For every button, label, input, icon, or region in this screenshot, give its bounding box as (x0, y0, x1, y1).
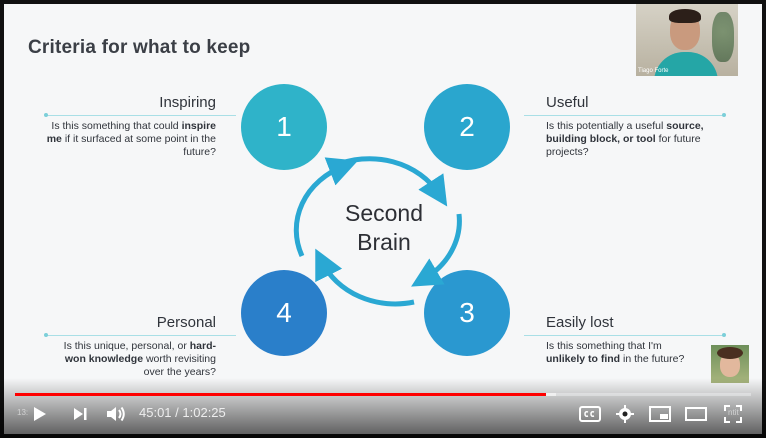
controls-gradient (0, 378, 766, 438)
arrow-bottom (315, 248, 415, 307)
slide-title: Criteria for what to keep (28, 37, 251, 58)
criterion-3-desc: Is this something that I'm unlikely to f… (546, 340, 685, 365)
play-button[interactable] (26, 402, 52, 426)
guide-line-2 (524, 115, 724, 116)
next-button[interactable] (68, 402, 92, 426)
miniplayer-button[interactable] (646, 402, 674, 426)
criterion-3-title: Easily lost (546, 314, 614, 331)
arrow-left (293, 157, 358, 258)
fullscreen-button[interactable] (720, 402, 746, 426)
guide-line-3 (524, 335, 724, 336)
criterion-2-desc: Is this potentially a useful source, bui… (546, 120, 704, 158)
volume-button[interactable] (102, 402, 130, 426)
center-label-line2: Brain (357, 229, 411, 255)
criterion-2-circle: 2 (424, 84, 510, 170)
fullscreen-icon (724, 405, 742, 423)
criterion-2-title: Useful (546, 94, 589, 111)
progress-bar[interactable] (15, 393, 751, 396)
guide-dot-2 (722, 113, 726, 117)
theater-mode-button[interactable] (682, 402, 710, 426)
gear-icon (616, 405, 634, 423)
theater-mode-icon (685, 407, 707, 421)
volume-icon (107, 406, 125, 422)
webcam-name-label: Tiago Forte (638, 68, 669, 74)
arrow-top (333, 156, 448, 207)
miniplayer-icon (649, 406, 671, 422)
criterion-4-title: Personal (156, 314, 216, 331)
guide-line-1 (46, 115, 236, 116)
play-icon (34, 407, 46, 421)
faint-caption-right: ntit (728, 408, 739, 417)
center-label-line1: Second (344, 200, 423, 226)
guide-dot-1 (44, 113, 48, 117)
thumbnail-hair (717, 347, 743, 359)
channel-thumbnail[interactable] (711, 345, 749, 383)
subtitles-button[interactable] (576, 402, 604, 426)
skip-next-icon (74, 408, 87, 420)
webcam-overlay: Tiago Forte (636, 4, 738, 76)
criterion-4-circle: 4 (241, 270, 327, 356)
guide-line-4 (46, 335, 236, 336)
duration: 1:02:25 (182, 405, 226, 420)
webcam-plant (712, 12, 734, 62)
center-label: Second Brain (324, 199, 444, 257)
closed-captions-icon (579, 406, 601, 422)
criterion-4-desc: Is this unique, personal, or hard-won kn… (63, 340, 216, 378)
current-time: 45:01 (139, 405, 172, 420)
criterion-1-number: 1 (276, 111, 292, 142)
time-display: 45:01 / 1:02:25 (139, 405, 226, 420)
thumbnail-face (720, 353, 740, 377)
progress-played (15, 393, 546, 396)
criterion-4-number: 4 (276, 297, 292, 328)
arrow-right (411, 213, 462, 287)
time-separator: / (171, 405, 183, 420)
cycle-arrows (293, 156, 462, 307)
guide-dot-3 (722, 333, 726, 337)
video-frame: Criteria for what to keep Inspiring Is t… (4, 4, 762, 434)
settings-button[interactable] (612, 402, 638, 426)
criterion-1-title: Inspiring (159, 94, 216, 111)
criterion-1-desc: Is this something that could inspire me … (46, 120, 216, 158)
webcam-person-hair (669, 9, 701, 23)
criterion-2-number: 2 (459, 111, 475, 142)
criterion-1-circle: 1 (241, 84, 327, 170)
faint-caption-left: 13: (17, 408, 29, 417)
guide-dot-4 (44, 333, 48, 337)
criterion-3-number: 3 (459, 297, 475, 328)
